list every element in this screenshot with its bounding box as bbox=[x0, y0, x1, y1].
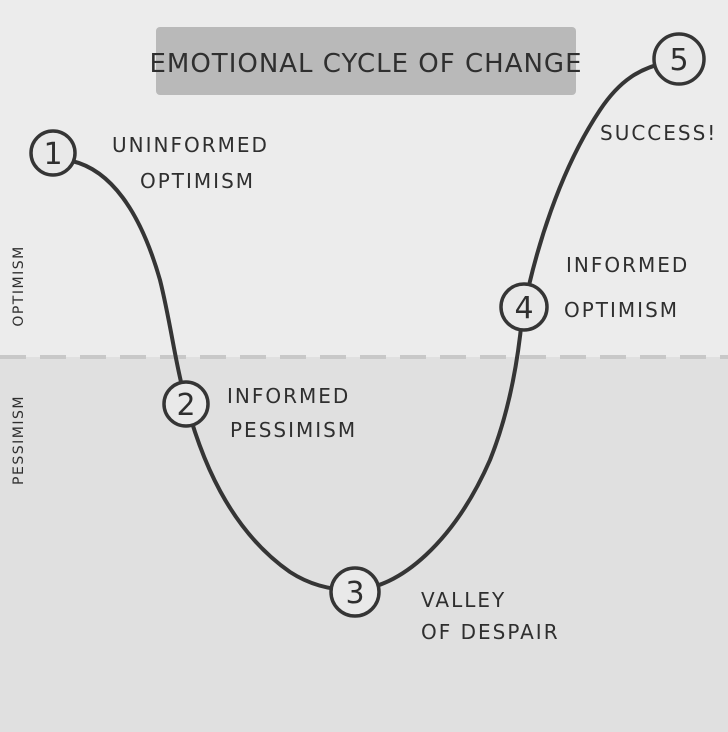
stage-2-node: 2 bbox=[162, 380, 210, 428]
stage-5-circle bbox=[652, 32, 706, 86]
stage-1-circle bbox=[29, 129, 77, 177]
title-box bbox=[156, 27, 576, 95]
stage-3-label-line1: VALLEY bbox=[421, 588, 506, 612]
stage-5-node: 5 bbox=[652, 32, 706, 86]
stage-5-label-line1: SUCCESS! bbox=[600, 121, 717, 145]
optimism-zone-label: OPTIMISM bbox=[11, 245, 27, 326]
stage-1-node: 1 bbox=[29, 129, 77, 177]
stage-2-label-line1: INFORMED bbox=[227, 384, 350, 408]
stage-5-number: 5 bbox=[669, 43, 688, 78]
stage-2-circle bbox=[162, 380, 210, 428]
stage-3-node: 3 bbox=[329, 566, 381, 618]
pessimism-zone-background bbox=[0, 357, 728, 732]
stage-1-label-line2: OPTIMISM bbox=[140, 169, 255, 193]
stage-3-number: 3 bbox=[345, 576, 364, 611]
stage-4-number: 4 bbox=[514, 291, 533, 326]
stage-2-number: 2 bbox=[176, 388, 195, 423]
stage-3-circle bbox=[329, 566, 381, 618]
stage-4-node: 4 bbox=[499, 282, 549, 332]
stage-1-number: 1 bbox=[43, 137, 62, 172]
stage-4-label-line1: INFORMED bbox=[566, 253, 689, 277]
stage-4-circle bbox=[499, 282, 549, 332]
stage-1-label-line1: UNINFORMED bbox=[112, 133, 269, 157]
stage-3-label-line2: OF DESPAIR bbox=[421, 620, 560, 644]
stage-4-label-line2: OPTIMISM bbox=[564, 298, 679, 322]
stage-2-label-line2: PESSIMISM bbox=[230, 418, 357, 442]
pessimism-zone-label: PESSIMISM bbox=[11, 395, 27, 485]
diagram-title: EMOTIONAL CYCLE OF CHANGE bbox=[149, 49, 582, 79]
